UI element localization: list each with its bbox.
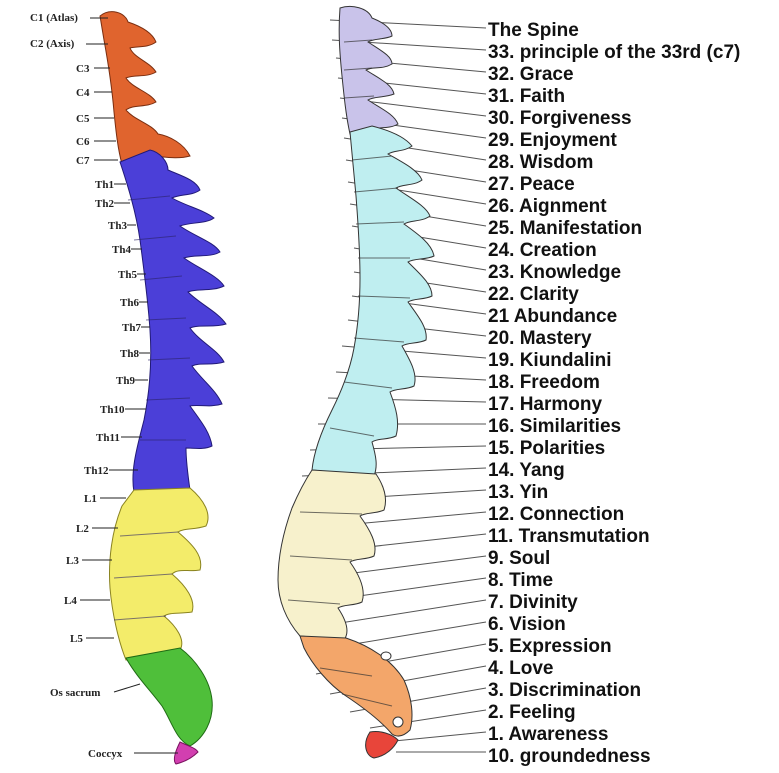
label-11: 11. Transmutation bbox=[488, 526, 650, 547]
label-16: 16. Similarities bbox=[488, 416, 621, 437]
label-2: 2. Feeling bbox=[488, 702, 576, 723]
label-19: 19. Kiundalini bbox=[488, 350, 612, 371]
label-5: 5. Expression bbox=[488, 636, 612, 657]
label-l2: L2 bbox=[76, 523, 89, 535]
right-lumbar-vertebrae bbox=[277, 469, 387, 641]
right-sacrum bbox=[299, 635, 413, 737]
sacrum bbox=[125, 647, 213, 747]
label-13: 13. Yin bbox=[488, 482, 548, 503]
label-12: 12. Connection bbox=[488, 504, 624, 525]
label-th11: Th11 bbox=[96, 432, 120, 444]
thoracic-vertebrae bbox=[119, 149, 227, 493]
label-17: 17. Harmony bbox=[488, 394, 602, 415]
label-29: 29. Enjoyment bbox=[488, 130, 617, 151]
label-c1: C1 (Atlas) bbox=[30, 12, 78, 24]
label-l1: L1 bbox=[84, 493, 97, 505]
label-10: 10. groundedness bbox=[488, 746, 651, 767]
label-28: 28. Wisdom bbox=[488, 152, 593, 173]
label-33: 33. principle of the 33rd (c7) bbox=[488, 42, 740, 63]
lumbar-vertebrae bbox=[109, 487, 209, 661]
label-c3: C3 bbox=[76, 63, 90, 75]
label-6: 6. Vision bbox=[488, 614, 566, 635]
coccyx bbox=[173, 741, 199, 765]
left-spine-illustration bbox=[99, 11, 227, 765]
label-c5: C5 bbox=[76, 113, 90, 125]
label-4: 4. Love bbox=[488, 658, 553, 679]
label-30: 30. Forgiveness bbox=[488, 108, 632, 129]
label-8: 8. Time bbox=[488, 570, 553, 591]
label-coccyx: Coccyx bbox=[88, 748, 123, 760]
label-th8: Th8 bbox=[120, 348, 139, 360]
right-thoracic-vertebrae bbox=[311, 125, 435, 477]
label-9: 9. Soul bbox=[488, 548, 550, 569]
label-th3: Th3 bbox=[108, 220, 127, 232]
right-disc-lines bbox=[287, 39, 411, 707]
label-os-sacrum: Os sacrum bbox=[50, 687, 100, 699]
label-c7: C7 bbox=[76, 155, 90, 167]
label-c6: C6 bbox=[76, 136, 90, 148]
right-coccyx bbox=[365, 731, 399, 759]
label-22: 22. Clarity bbox=[488, 284, 579, 305]
label-15: 15. Polarities bbox=[488, 438, 605, 459]
label-25: 25. Manifestation bbox=[488, 218, 642, 239]
label-31: 31. Faith bbox=[488, 86, 565, 107]
label-th4: Th4 bbox=[112, 244, 131, 256]
label-th12: Th12 bbox=[84, 465, 109, 477]
label-32: 32. Grace bbox=[488, 64, 574, 85]
label-th1: Th1 bbox=[95, 179, 114, 191]
disc-lines bbox=[113, 195, 191, 621]
label-l5: L5 bbox=[70, 633, 83, 645]
label-th9: Th9 bbox=[116, 375, 135, 387]
right-spine-illustration bbox=[277, 5, 487, 759]
label-26: 26. Aignment bbox=[488, 196, 607, 217]
label-24: 24. Creation bbox=[488, 240, 597, 261]
label-1: 1. Awareness bbox=[488, 724, 608, 745]
spine-title: The Spine bbox=[488, 20, 579, 41]
label-th2: Th2 bbox=[95, 198, 114, 210]
label-c4: C4 bbox=[76, 87, 90, 99]
label-21: 21 Abundance bbox=[488, 306, 617, 327]
label-3: 3. Discrimination bbox=[488, 680, 641, 701]
left-spine-labels: C1 (Atlas) C2 (Axis) C3 C4 C5 C6 C7 Th1 … bbox=[30, 12, 178, 760]
label-c2: C2 (Axis) bbox=[30, 38, 75, 50]
label-th6: Th6 bbox=[120, 297, 139, 309]
label-th7: Th7 bbox=[122, 322, 141, 334]
label-l4: L4 bbox=[64, 595, 77, 607]
label-th10: Th10 bbox=[100, 404, 125, 416]
label-27: 27. Peace bbox=[488, 174, 575, 195]
label-l3: L3 bbox=[66, 555, 79, 567]
right-spine-labels: The Spine 33. principle of the 33rd (c7)… bbox=[488, 20, 740, 767]
label-20: 20. Mastery bbox=[488, 328, 592, 349]
label-7: 7. Divinity bbox=[488, 592, 578, 613]
label-18: 18. Freedom bbox=[488, 372, 600, 393]
label-th5: Th5 bbox=[118, 269, 137, 281]
label-23: 23. Knowledge bbox=[488, 262, 621, 283]
right-cervical-vertebrae bbox=[338, 5, 399, 135]
label-14: 14. Yang bbox=[488, 460, 565, 481]
